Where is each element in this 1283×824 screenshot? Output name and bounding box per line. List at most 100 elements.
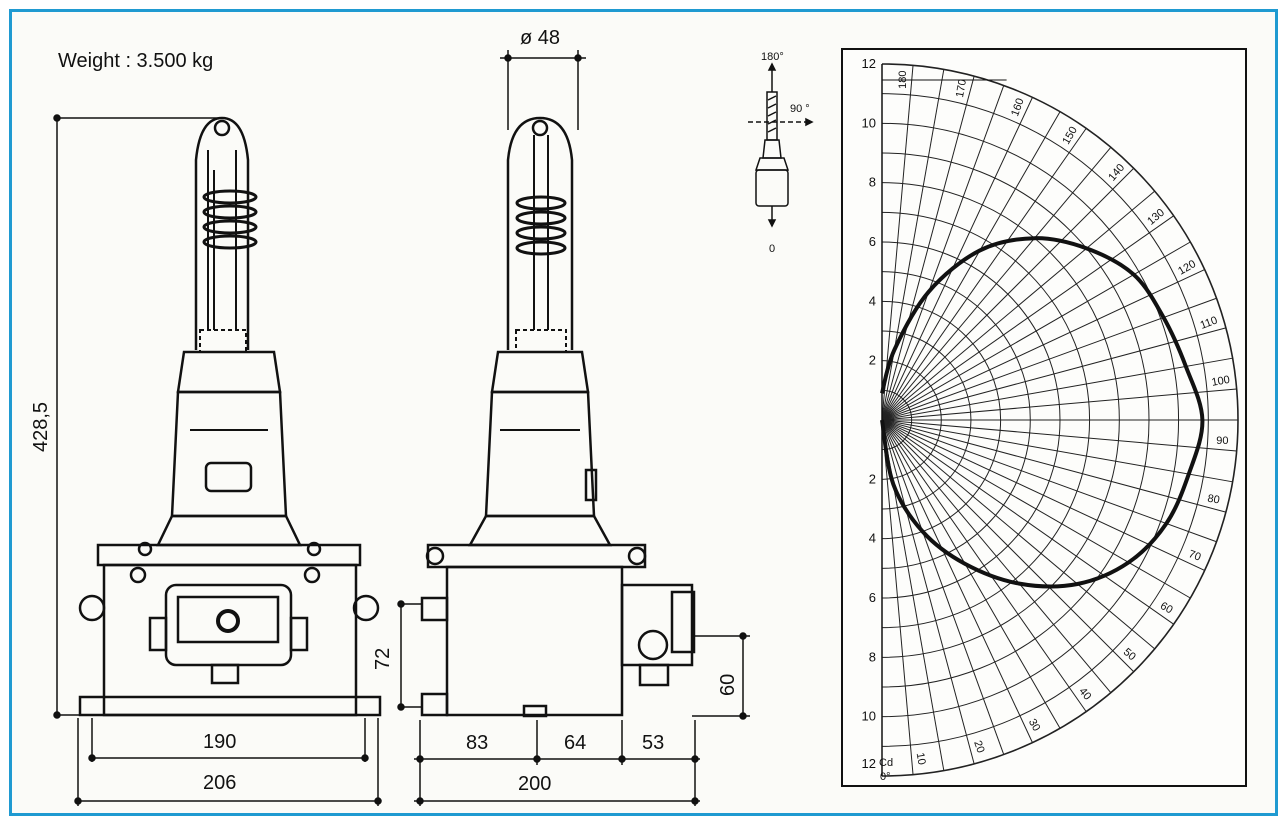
polar-grid-radial: [881, 190, 1156, 421]
front-bulb-tip: [213, 119, 231, 137]
polar-grid-radial: [881, 419, 1112, 694]
dim-cable-gland-height-label: 60: [717, 674, 739, 696]
side-socket-body: [484, 390, 596, 518]
polar-y-tick-label: 6: [869, 590, 876, 605]
front-bulb-pins: [199, 329, 247, 353]
polar-angle-label: 170: [954, 78, 969, 98]
polar-grid-radial: [881, 167, 1135, 421]
dim-box-height-label: 72: [372, 648, 394, 670]
polar-angle-label: 70: [1187, 548, 1203, 563]
side-socket-latch: [584, 468, 598, 502]
polar-y-tick-label: 2: [869, 471, 876, 486]
polar-grid-radial: [881, 419, 1156, 650]
side-view: [420, 116, 696, 718]
side-flange-cone: [467, 514, 613, 547]
front-flange-cone: [156, 514, 302, 547]
orientation-bottom-label: 0: [769, 243, 775, 255]
polar-angle-label: 90: [1216, 435, 1228, 447]
front-filament-coil: [202, 189, 258, 250]
polar-grid-radial: [881, 357, 1233, 421]
front-base-plate: [78, 695, 382, 717]
dim-side-c-label: 53: [642, 732, 664, 754]
side-drain: [522, 704, 548, 718]
side-lid-bolt-left: [425, 546, 445, 566]
dim-front-base-outer-label: 206: [203, 772, 236, 794]
dim-height-label: 428,5: [30, 402, 52, 452]
polar-y-tick-label: 2: [869, 353, 876, 368]
front-mount-ear-right: [352, 594, 380, 622]
dim-side-b-label: 64: [564, 732, 586, 754]
polar-grid-radial: [881, 146, 1112, 421]
dim-side-total-label: 200: [518, 773, 551, 795]
side-mount-ear-bottom: [420, 692, 449, 717]
side-cable-gland-cap: [670, 590, 696, 654]
polar-origin-angle-label: 0°: [880, 771, 891, 783]
polar-angle-label: 100: [1211, 374, 1231, 389]
polar-angle-label: 20: [971, 739, 986, 755]
polar-angle-label: 80: [1206, 493, 1220, 507]
polar-y-tick-label: 12: [862, 756, 876, 771]
polar-grid-radial: [881, 388, 1237, 421]
polar-angle-label: 60: [1158, 600, 1175, 617]
front-view: [78, 116, 382, 717]
side-filament-supports: [533, 135, 549, 330]
front-housing-box: [102, 563, 358, 717]
polar-y-tick-label: 4: [869, 293, 876, 308]
polar-grid-radial: [881, 241, 1191, 421]
front-side-lug-left: [148, 616, 168, 652]
side-socket-collar: [490, 350, 590, 394]
polar-angle-label: 180: [897, 70, 909, 88]
front-lid-bolt-right: [306, 541, 322, 557]
polar-grid-radial: [881, 419, 1087, 712]
front-box-bolt-left: [129, 566, 147, 584]
orientation-right-label: 90 °: [790, 103, 810, 115]
polar-grid-radial: [881, 419, 975, 764]
front-socket-window: [204, 461, 253, 493]
polar-grid-radial: [881, 419, 914, 775]
front-socket-collar: [176, 350, 282, 394]
side-bulb-glass: [506, 116, 574, 350]
side-lid: [426, 543, 647, 569]
side-housing-box: [445, 565, 624, 717]
polar-grid-radial: [881, 215, 1174, 421]
front-lid-bolt-left: [137, 541, 153, 557]
polar-grid-radial: [881, 128, 1087, 421]
polar-unit-label: Cd: [879, 757, 893, 769]
front-box-bolt-right: [303, 566, 321, 584]
front-socket-body: [170, 390, 288, 518]
front-terminal-cover-inner: [176, 595, 280, 644]
dim-side-a-label: 83: [466, 732, 488, 754]
polar-angle-label: 10: [914, 752, 928, 766]
polar-y-tick-label: 8: [869, 649, 876, 664]
polar-grid-radial: [881, 419, 1005, 755]
side-mount-ear-top: [420, 596, 449, 622]
polar-angle-label: 30: [1026, 717, 1043, 734]
polar-y-tick-label: 6: [869, 234, 876, 249]
front-side-lug-right: [289, 616, 309, 652]
polar-grid-radial: [881, 419, 1237, 452]
polar-grid-radial: [881, 297, 1217, 421]
polar-grid-radial: [881, 419, 1233, 483]
polar-grid-radial: [881, 97, 1033, 421]
front-dimensions: [53, 114, 382, 806]
polar-grid-radial: [881, 327, 1226, 421]
polar-grid-radial: [881, 419, 1226, 513]
orientation-icon: [748, 62, 814, 228]
weight-label: Weight : 3.500 kg: [58, 50, 213, 72]
polar-grid-radial: [881, 419, 1135, 673]
polar-grid-radial: [881, 111, 1061, 421]
side-bulb-tip: [531, 119, 549, 137]
polar-grid-radial: [881, 419, 1174, 625]
polar-grid-radial: [881, 419, 1033, 743]
polar-chart-frame: [841, 48, 1247, 787]
orientation-base: [755, 169, 789, 207]
side-dimensions: [397, 50, 750, 806]
polar-angle-label: 160: [1009, 97, 1027, 118]
side-bulb-pins: [515, 329, 567, 353]
polar-grid-radial: [881, 69, 945, 421]
dim-front-base-inner-label: 190: [203, 731, 236, 753]
polar-angle-label: 110: [1199, 315, 1220, 332]
polar-grid-radial: [881, 419, 1191, 599]
